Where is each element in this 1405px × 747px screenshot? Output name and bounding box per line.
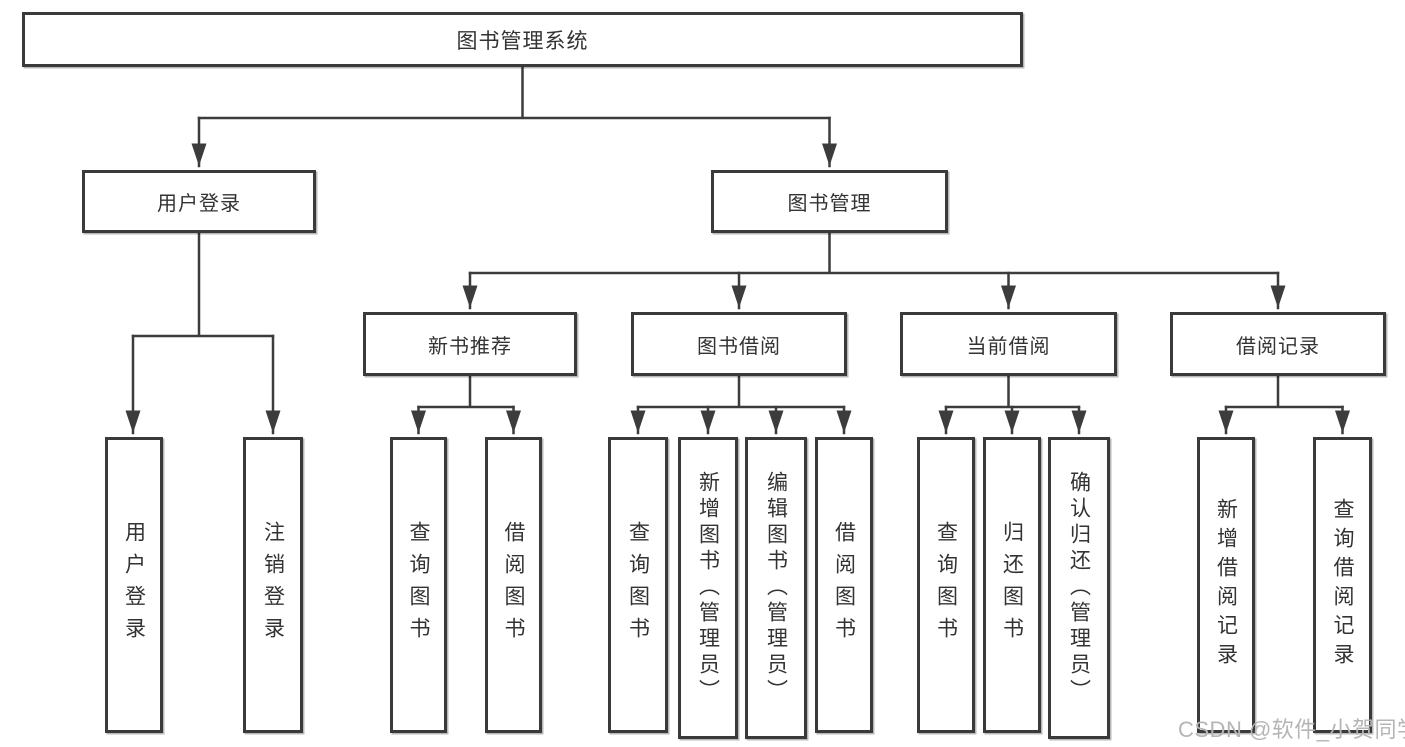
node-user-login: 用户登录 <box>82 170 316 233</box>
node-book-borrowing: 图书借阅 <box>631 312 847 376</box>
node-label: 用户登录 <box>157 193 241 215</box>
node-label: 图书管理 <box>787 193 872 215</box>
node-label: 查询借阅记录 <box>1331 498 1354 672</box>
node-label: 确认归还（管理员） <box>1067 471 1091 705</box>
leaf-add-borrow-record: 新增借阅记录 <box>1197 437 1255 733</box>
node-new-book-recommend: 新书推荐 <box>363 312 577 376</box>
node-book-management: 图书管理 <box>711 170 948 233</box>
node-label: 新书推荐 <box>428 335 512 358</box>
node-library-management-system: 图书管理系统 <box>22 12 1023 67</box>
node-label: 当前借阅 <box>966 335 1051 358</box>
leaf-return-books: 归还图书 <box>983 437 1041 733</box>
node-label: 编辑图书（管理员） <box>764 471 788 705</box>
watermark-text: CSDN @软件_小贺同学 <box>1178 717 1405 742</box>
leaf-borrow-books: 借阅图书 <box>815 437 873 733</box>
leaf-query-books: 查询图书 <box>608 437 668 733</box>
leaf-query-books: 查询图书 <box>917 437 975 733</box>
node-label: 新增图书（管理员） <box>696 471 720 705</box>
node-label: 用户登录 <box>122 521 146 649</box>
leaf-edit-books-admin: 编辑图书（管理员） <box>745 437 807 739</box>
node-label: 查询图书 <box>407 521 430 649</box>
leaf-user-login: 用户登录 <box>105 437 163 733</box>
node-label: 借阅图书 <box>832 521 856 649</box>
node-label: 归还图书 <box>1000 521 1024 649</box>
node-label: 图书管理系统 <box>456 29 589 53</box>
node-label: 查询图书 <box>626 521 650 649</box>
leaf-borrow-books: 借阅图书 <box>485 437 542 733</box>
leaf-add-books-admin: 新增图书（管理员） <box>678 437 738 739</box>
node-label: 新增借阅记录 <box>1214 498 1238 672</box>
node-label: 注销登录 <box>261 521 285 649</box>
node-label: 借阅记录 <box>1236 335 1320 358</box>
node-current-borrowing: 当前借阅 <box>900 312 1117 376</box>
leaf-query-books: 查询图书 <box>390 437 447 733</box>
node-borrowing-records: 借阅记录 <box>1170 312 1386 376</box>
leaf-query-borrow-record: 查询借阅记录 <box>1313 437 1372 733</box>
leaf-confirm-return-admin: 确认归还（管理员） <box>1048 437 1110 739</box>
node-label: 查询图书 <box>934 521 958 649</box>
node-label: 图书借阅 <box>697 335 781 358</box>
node-label: 借阅图书 <box>502 521 525 649</box>
leaf-logout: 注销登录 <box>243 437 303 733</box>
